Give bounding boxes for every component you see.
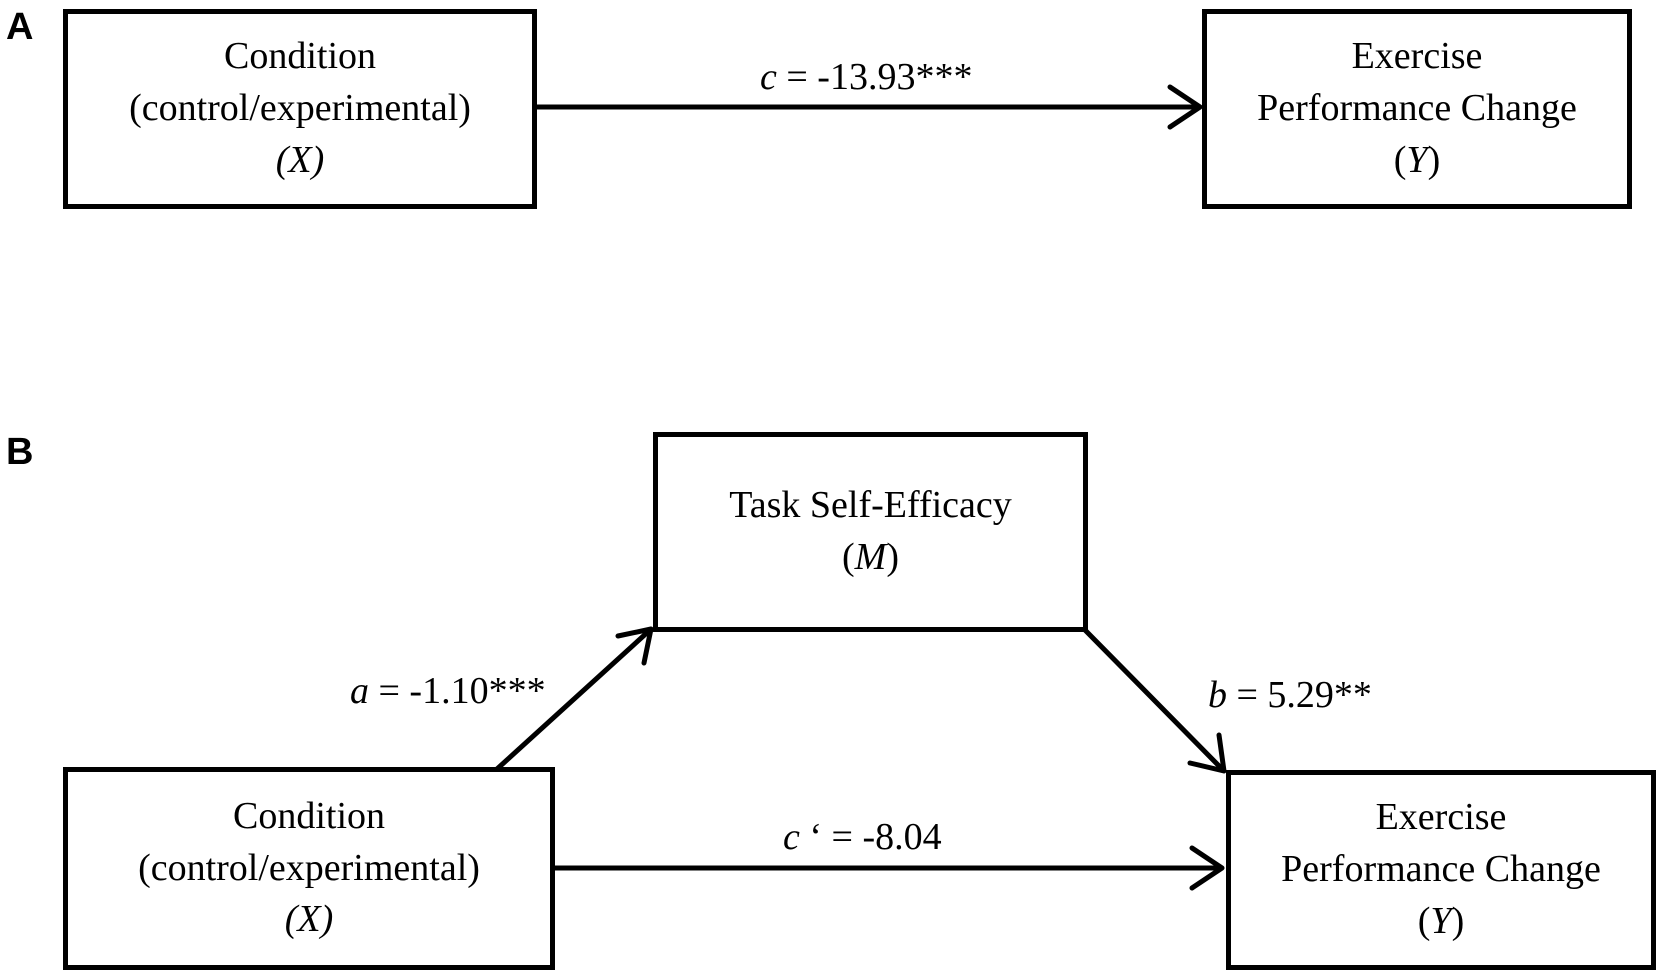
outcome-subtitle: Performance Change (1257, 87, 1577, 130)
condition-variable: (X) (275, 138, 325, 181)
condition-title: Condition (232, 794, 386, 837)
outcome-title: Exercise (1351, 35, 1483, 78)
outcome-variable: (Y) (1393, 138, 1441, 181)
path-b-coefficient: b = 5.29** (1208, 674, 1372, 716)
outcome-subtitle: Performance Change (1281, 848, 1601, 891)
panel-a-outcome-box: Exercise Performance Change (Y) (1202, 9, 1632, 209)
panel-b-mediator-box: Task Self-Efficacy (M) (653, 432, 1088, 632)
panel-b-outcome-box: Exercise Performance Change (Y) (1226, 770, 1656, 970)
condition-variable: (X) (284, 898, 334, 941)
panel-a-label: A (6, 6, 34, 48)
mediator-title: Task Self-Efficacy (729, 484, 1012, 527)
panel-b-condition-box: Condition (control/experimental) (X) (63, 767, 555, 970)
panel-b-label: B (6, 431, 34, 473)
path-c-coefficient: c = -13.93*** (760, 56, 973, 98)
mediator-variable: (M) (842, 536, 899, 578)
path-c-arrow (532, 84, 1203, 130)
path-a-coefficient: a = -1.10*** (350, 670, 546, 712)
path-b-arrow (1082, 627, 1227, 774)
condition-title: Condition (223, 35, 377, 78)
condition-levels: (control/experimental) (138, 846, 480, 889)
path-a-arrow (494, 626, 654, 772)
condition-levels: (control/experimental) (129, 87, 471, 130)
outcome-title: Exercise (1375, 796, 1507, 839)
path-c-prime-arrow (549, 845, 1225, 891)
panel-a-condition-box: Condition (control/experimental) (X) (63, 9, 537, 209)
path-c-prime-coefficient: c ‘ = -8.04 (783, 816, 942, 858)
outcome-variable: (Y) (1417, 899, 1465, 942)
